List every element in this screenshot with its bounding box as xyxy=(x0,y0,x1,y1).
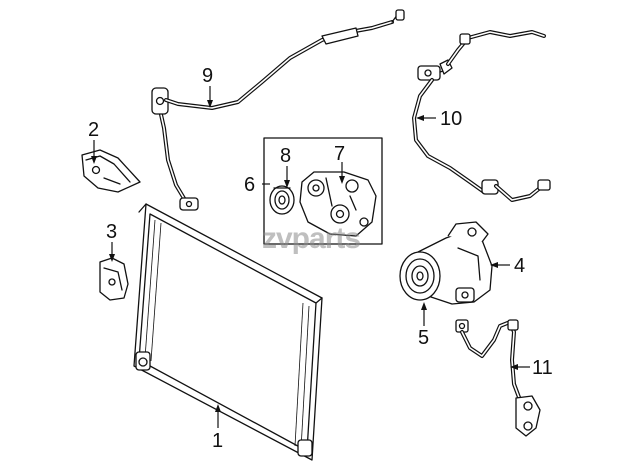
callout-10: 10 xyxy=(440,108,462,130)
compressor-clutch-group xyxy=(262,137,383,245)
callout-8: 8 xyxy=(280,145,291,167)
suction-hose xyxy=(412,30,551,202)
bracket-lower xyxy=(99,257,129,301)
callout-6: 6 xyxy=(244,174,255,196)
compressor-mount-bracket xyxy=(299,171,377,237)
callout-11: 11 xyxy=(532,357,553,379)
callout-3: 3 xyxy=(106,221,117,243)
condenser xyxy=(133,203,323,461)
compressor xyxy=(399,221,493,305)
callout-2: 2 xyxy=(88,119,99,141)
callout-7: 7 xyxy=(334,143,345,165)
discharge-hose xyxy=(151,9,405,211)
callout-5: 5 xyxy=(418,327,429,349)
callout-4: 4 xyxy=(514,255,525,277)
clutch-pulley xyxy=(269,185,295,215)
callout-1: 1 xyxy=(212,430,223,452)
callout-9: 9 xyxy=(202,65,213,87)
bracket-upper xyxy=(81,149,141,193)
leader-lines xyxy=(91,86,530,428)
liquid-line xyxy=(455,319,541,437)
watermark: zvparts xyxy=(262,222,360,255)
